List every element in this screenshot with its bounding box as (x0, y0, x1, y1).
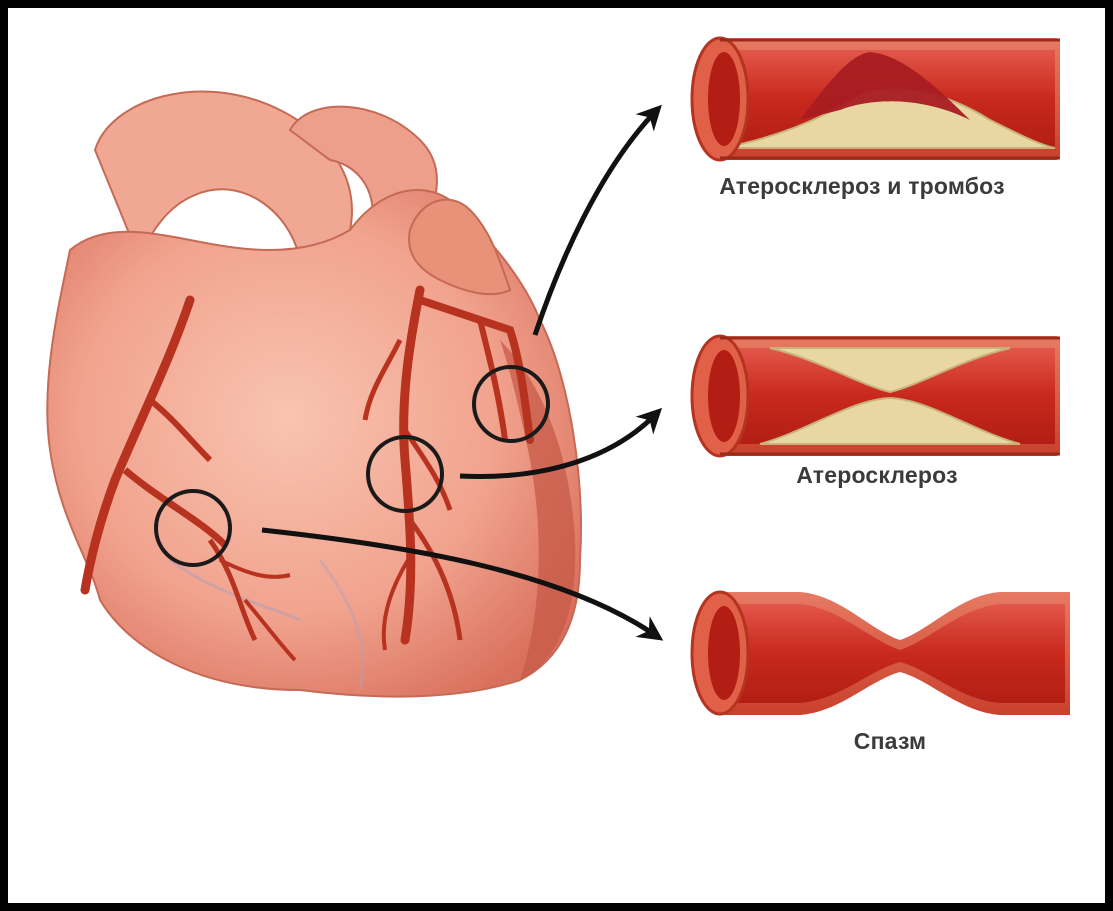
frame-top (0, 0, 1113, 8)
label-atherosclerosis-thrombosis: Атеросклероз и тромбоз (672, 173, 1052, 200)
vessel-spasm (692, 592, 1070, 715)
frame-right (1105, 0, 1113, 911)
frame-left (0, 0, 8, 911)
vessel-atherosclerosis (692, 336, 1060, 456)
arrow-to-thrombosis (535, 112, 655, 335)
spasm-vessel-lumen (720, 604, 1065, 703)
label-atherosclerosis: Атеросклероз (712, 462, 1042, 489)
label-spasm: Спазм (790, 728, 990, 755)
frame-bottom (0, 903, 1113, 911)
vessel-thrombosis (692, 38, 1060, 160)
heart (47, 91, 581, 696)
